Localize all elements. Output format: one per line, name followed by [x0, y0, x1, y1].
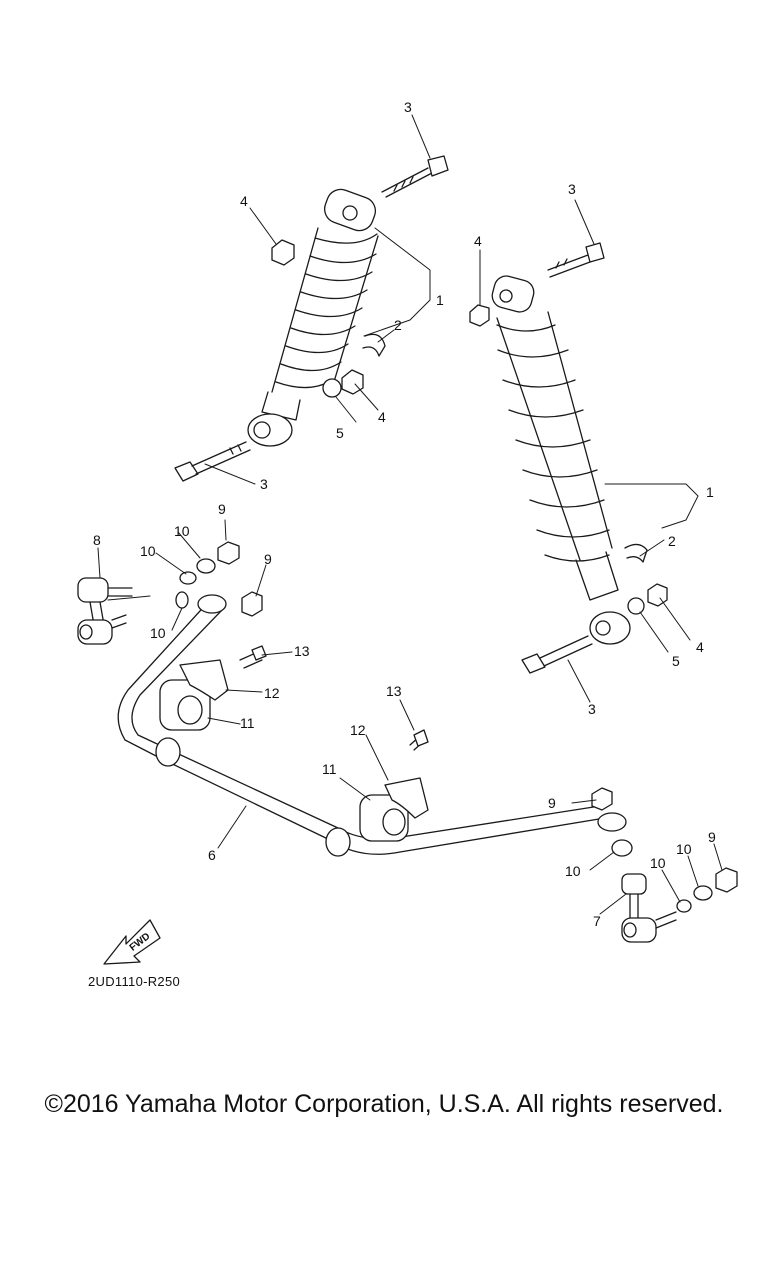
callout-1-a: 1	[436, 292, 444, 308]
right-upper-bolt	[547, 242, 605, 278]
left-lower-nut	[341, 369, 364, 395]
left-upper-nut	[271, 239, 295, 266]
callout-13-b: 13	[386, 683, 402, 699]
right-lower-nut	[647, 583, 668, 607]
left-washer-a	[179, 571, 197, 585]
left-label	[362, 333, 386, 357]
callout-11-b: 11	[322, 761, 337, 777]
right-upper-nut	[469, 304, 490, 327]
left-upper-bolt	[381, 155, 449, 198]
callout-3-a: 3	[404, 99, 412, 115]
left-link-nut-a	[217, 541, 240, 565]
callout-9-a: 9	[218, 501, 226, 517]
callout-10-b: 10	[140, 543, 156, 559]
right-washer-b	[676, 899, 692, 913]
callout-3-c: 3	[568, 181, 576, 197]
left-end-link	[77, 577, 133, 645]
callout-12-b: 12	[350, 722, 366, 738]
callout-10-f: 10	[676, 841, 692, 857]
callout-4-b: 4	[378, 409, 386, 425]
callout-12-a: 12	[264, 685, 280, 701]
callout-4-c: 4	[474, 233, 482, 249]
callout-3-b: 3	[260, 476, 268, 492]
left-link-nut-b	[241, 591, 263, 617]
callout-1-b: 1	[706, 484, 714, 500]
right-lower-washer	[627, 597, 645, 615]
callout-3-d: 3	[588, 701, 596, 717]
callout-7: 7	[593, 913, 601, 929]
right-shock-absorber	[491, 275, 631, 645]
right-label	[624, 543, 648, 563]
stabilizer-bar	[117, 594, 627, 857]
left-lower-washer	[322, 378, 342, 398]
right-bushing-assembly	[359, 729, 429, 842]
callout-labels: 3 4 1 2 5 4 3 3 4 1 2 4 5 3 9 8 10 10 9 …	[93, 99, 716, 929]
callout-6: 6	[208, 847, 216, 863]
callout-9-b: 9	[264, 551, 272, 567]
right-washer-a	[611, 839, 633, 857]
right-link-nut-a	[591, 787, 613, 811]
left-washer-b	[196, 558, 216, 574]
callout-10-a: 10	[174, 523, 190, 539]
fwd-arrow-icon	[103, 919, 161, 965]
callout-2-b: 2	[668, 533, 676, 549]
right-washer-c	[693, 885, 713, 901]
callout-2-a: 2	[394, 317, 402, 333]
callout-9-d: 9	[708, 829, 716, 845]
right-end-link	[621, 873, 677, 943]
callout-5-b: 5	[672, 653, 680, 669]
left-bushing-assembly	[159, 645, 267, 731]
callout-4-a: 4	[240, 193, 248, 209]
left-shock-absorber	[247, 188, 379, 447]
left-washer-c	[175, 591, 189, 609]
callout-10-d: 10	[565, 863, 581, 879]
right-link-nut-b	[715, 867, 738, 893]
leader-lines	[97, 114, 723, 915]
callout-13-a: 13	[294, 643, 310, 659]
callout-5-a: 5	[336, 425, 344, 441]
callout-4-d: 4	[696, 639, 704, 655]
callout-10-c: 10	[150, 625, 166, 641]
copyright-notice: ©2016 Yamaha Motor Corporation, U.S.A. A…	[44, 1090, 724, 1118]
right-lower-bolt	[521, 635, 593, 674]
callout-8: 8	[93, 532, 101, 548]
diagram-part-code: 2UD1110-R250	[88, 974, 181, 989]
callout-10-e: 10	[650, 855, 666, 871]
left-lower-bolt	[174, 441, 251, 482]
callout-9-c: 9	[548, 795, 556, 811]
exploded-parts-diagram: 3 4 1 2 5 4 3 3 4 1 2 4 5 3 9 8 10 10 9 …	[77, 99, 738, 965]
callout-11-a: 11	[240, 715, 255, 731]
